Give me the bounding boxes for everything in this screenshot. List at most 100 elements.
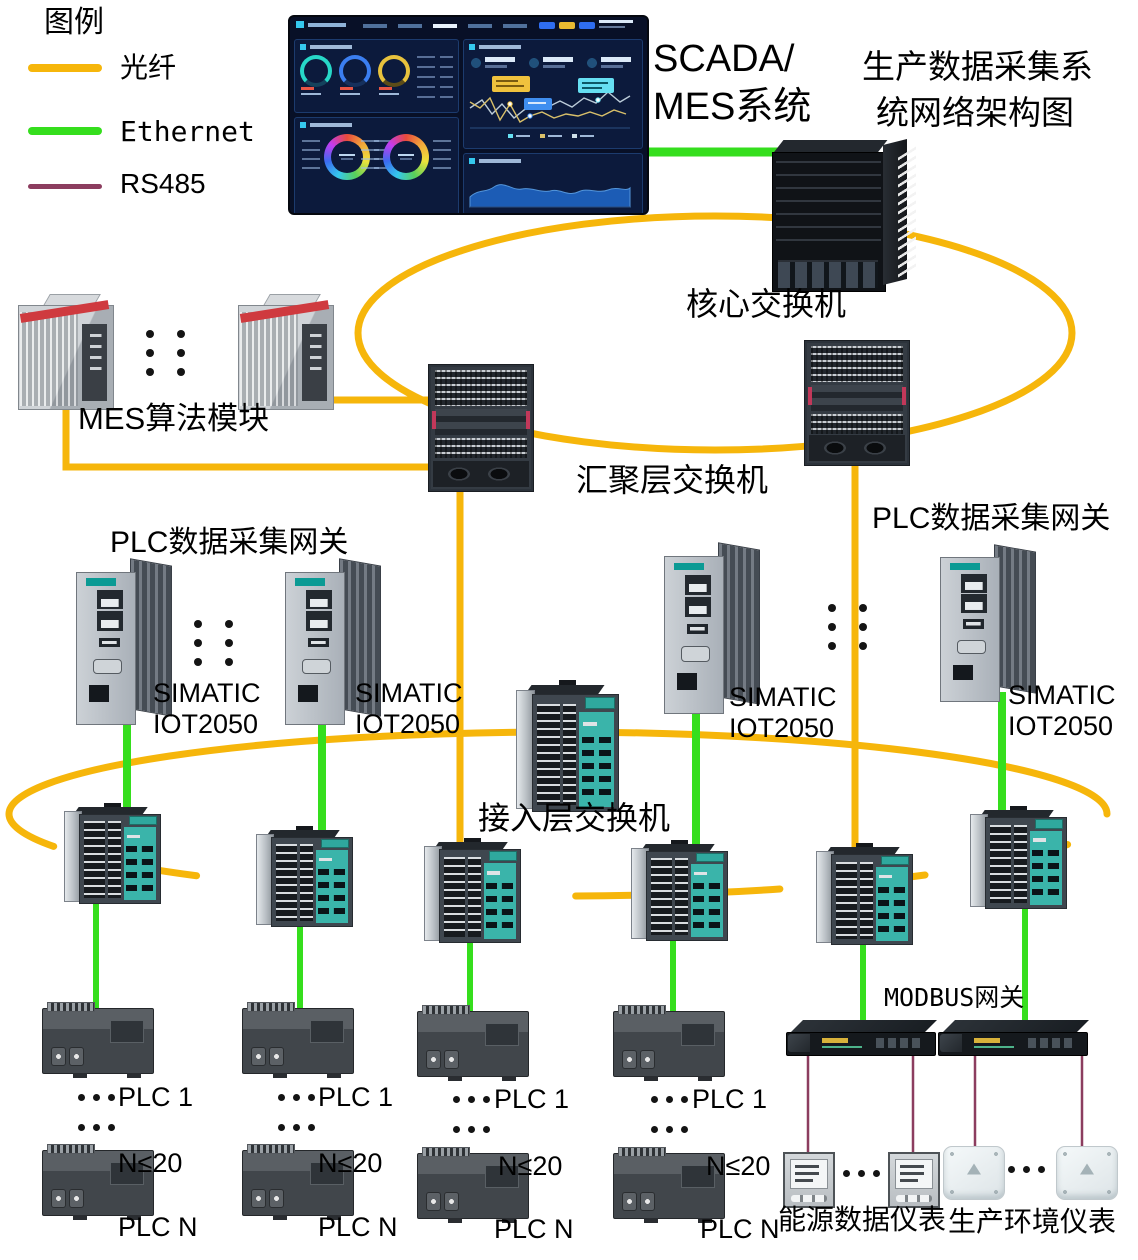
plc-count-label-col4: N≤20 [706, 1151, 771, 1181]
ellipsis-environment-sensors [1008, 1166, 1045, 1173]
plc-gateway-device-4 [940, 544, 1036, 703]
fiber-ring-core [354, 212, 1076, 454]
energy-meter-device-2 [888, 1152, 940, 1208]
plc-gateway-label-right: PLC数据采集网关 [872, 502, 1111, 535]
dashboard-gauges-panel [294, 39, 459, 113]
ellipsis-col3-row2 [453, 1126, 490, 1133]
modbus-gateway-device-2 [938, 1020, 1089, 1060]
access-switch-label: 接入层交换机 [478, 800, 671, 836]
metric-cards [464, 53, 642, 74]
access-switch-4 [631, 840, 729, 941]
mes-module-label: MES算法模块 [78, 401, 270, 436]
modbus-gateway-label: MODBUS网关 [884, 983, 1025, 1012]
plc-first-label-col2: PLC 1 [318, 1082, 394, 1112]
ellipsis-col2-row2 [278, 1124, 315, 1131]
ellipsis-col1-row2 [78, 1124, 115, 1131]
plc-first-label-col3: PLC 1 [494, 1084, 570, 1114]
plc-last-label-col3: PLC N [494, 1214, 574, 1244]
legend-rs485-swatch [28, 184, 102, 189]
core-switch-label: 核心交换机 [686, 286, 847, 322]
legend-rs485-label: RS485 [120, 168, 206, 199]
environment-sensor-device-1 [943, 1146, 1005, 1200]
chart-tooltip-cyan [578, 78, 614, 93]
access-switch-5 [816, 843, 914, 945]
plc-last-label-col4: PLC N [700, 1214, 780, 1244]
legend-ethernet-swatch [28, 127, 102, 135]
scada-dashboard-screen [288, 15, 649, 215]
core-switch-device [768, 138, 918, 292]
plc-last-label-col2: PLC N [318, 1212, 398, 1242]
plc-gateway-device-3 [664, 542, 760, 715]
plc-device-col3-top [417, 1005, 529, 1081]
gauge-ring-yellow [378, 55, 410, 99]
donut-chart-left [301, 134, 392, 180]
gauge-ring-teal [300, 55, 332, 99]
legend-title: 图例 [44, 6, 104, 39]
plc-device-col3-bottom [417, 1147, 529, 1223]
dashboard-areachart-panel [463, 153, 643, 213]
energy-meter-device-1 [783, 1152, 835, 1208]
aggregation-switch-left [428, 364, 534, 492]
gauge-ring-blue [339, 55, 371, 99]
aggregation-switch-label: 汇聚层交换机 [576, 462, 769, 498]
access-switch-6 [970, 806, 1068, 909]
plc-count-label-col3: N≤20 [498, 1151, 563, 1181]
plc-device-col4-bottom [613, 1147, 725, 1223]
meter-buttons [791, 1195, 827, 1202]
environment-sensor-device-2 [1056, 1146, 1118, 1200]
legend-fiber-swatch [28, 64, 102, 72]
fiber-mes1-agg [62, 400, 440, 471]
plc-gateway-device-1 [76, 558, 172, 726]
dashboard-donuts-panel [294, 117, 459, 213]
dashboard-logo [296, 20, 350, 29]
modbus-gateway-device-1 [786, 1020, 937, 1060]
volume-area-chart [469, 184, 631, 208]
access-switch-1 [64, 803, 162, 904]
legend-ethernet-label: Ethernet [120, 115, 255, 148]
dashboard-nav [358, 20, 531, 28]
dashboard-header [290, 17, 647, 37]
gauge-table [417, 56, 453, 106]
siemens-brand-strip [85, 578, 117, 586]
donut-chart-right [361, 134, 452, 180]
plc-device-col1-top [42, 1002, 154, 1078]
ellipsis-col4-row2 [651, 1126, 688, 1133]
energy-meter-label: 能源数据仪表 [778, 1204, 947, 1235]
dashboard-status-chips [539, 20, 641, 29]
environment-meter-label: 生产环境仪表 [948, 1206, 1117, 1237]
chart-tooltip-yellow [492, 76, 530, 92]
ellipsis-col1-row1 [78, 1094, 115, 1101]
meter-display [790, 1159, 828, 1189]
system-title-line1: SCADA/ [653, 38, 795, 80]
plc-last-label-col1: PLC N [118, 1212, 198, 1242]
dashboard-clock [599, 20, 641, 29]
plc-device-col2-bottom [242, 1144, 354, 1220]
dashboard-linechart-panel [463, 39, 643, 149]
sensor-logo-triangle [967, 1163, 981, 1175]
diagram-title-line2: 统网络架构图 [876, 94, 1074, 131]
trend-line-chart [469, 76, 631, 138]
ellipsis-col4-row1 [651, 1096, 688, 1103]
plc-device-col2-top [242, 1002, 354, 1078]
plc-count-label-col2: N≤20 [318, 1148, 383, 1178]
ring-access-switch [516, 680, 619, 812]
plc-first-label-col4: PLC 1 [692, 1084, 768, 1114]
access-switch-3 [424, 838, 522, 943]
ellipsis-col2-row1 [278, 1094, 315, 1101]
plc-device-col4-top [613, 1005, 725, 1081]
aggregation-switch-right [804, 340, 910, 466]
system-title-line2: MES系统 [653, 86, 812, 128]
ellipsis-gateways-left [194, 620, 233, 666]
legend-fiber-label: 光纤 [120, 52, 177, 83]
diagram-title-line1: 生产数据采集系 [862, 48, 1093, 85]
plc-gateway-label-left: PLC数据采集网关 [110, 526, 349, 559]
ellipsis-mes-modules [146, 330, 185, 376]
ellipsis-gateways-right [828, 604, 867, 650]
access-switch-2 [256, 826, 354, 927]
ellipsis-col3-row1 [453, 1096, 490, 1103]
